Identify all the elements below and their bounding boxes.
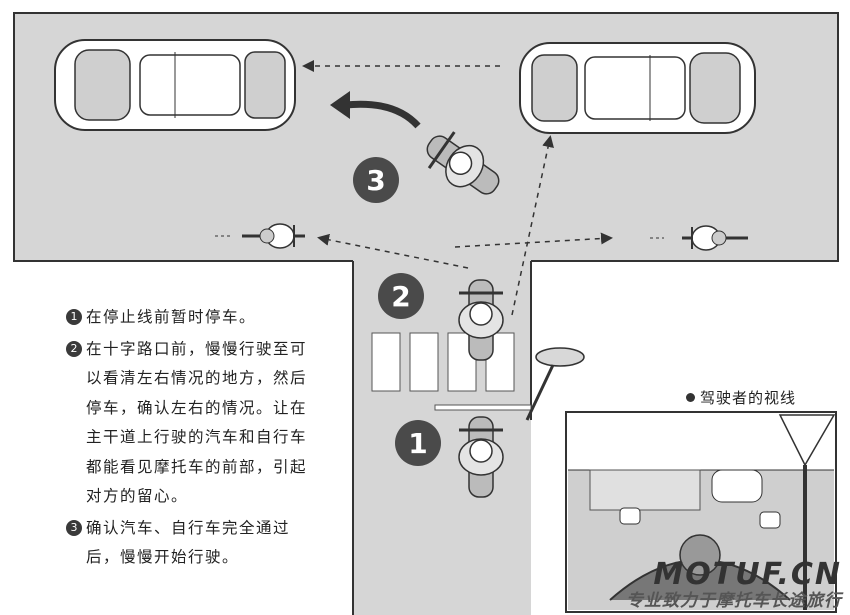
step-1-text: 在停止线前暂时停车。 [86,308,257,326]
rider-view-inset [565,411,837,613]
step-2-text: 在十字路口前，慢慢行驶至可以看清左右情况的地方，然后停车，确认左右的情况。让在主… [86,339,308,506]
step-3-text: 确认汽车、自行车完全通过后，慢慢开始行驶。 [86,518,291,567]
badge-2: 2 [378,273,424,319]
badge-1: 1 [395,420,441,466]
step-3: 3 确认汽车、自行车完全通过后，慢慢开始行驶。 [66,514,316,573]
svg-text:1: 1 [408,427,427,460]
step-instructions: 1 在停止线前暂时停车。 2 在十字路口前，慢慢行驶至可以看清左右情况的地方，然… [66,303,316,575]
watermark-slogan: 专业致力于摩托车长途旅行 [626,591,842,611]
car-left [54,39,296,131]
motorcycle-position-3 [426,131,500,195]
side-road [353,255,531,615]
motorcycle-position-2 [458,279,504,361]
crosswalk [371,332,515,392]
stop-line [434,404,532,411]
watermark-site: MOTUF.CN [653,557,842,592]
watermark: MOTUF.CN 专业致力于摩托车长途旅行 [626,557,842,611]
road-mirror [525,347,585,421]
svg-text:3: 3 [366,164,385,197]
cyclist-left [215,223,305,249]
step-1: 1 在停止线前暂时停车。 [66,303,316,333]
badge-3: 3 [353,157,399,203]
rider-view-label: 驾驶者的视线 [686,387,796,408]
step-3-number: 3 [66,519,82,536]
car-right [519,42,756,134]
svg-text:2: 2 [391,280,410,313]
step-1-number: 1 [66,309,82,325]
rider-view-label-text: 驾驶者的视线 [700,389,797,407]
sight-arrows [302,60,613,316]
step-2-number: 2 [66,340,82,357]
motorcycle-position-1 [458,416,504,498]
step-2: 2 在十字路口前，慢慢行驶至可以看清左右情况的地方，然后停车，确认左右的情况。让… [66,335,316,512]
bullet-dot-icon [686,393,695,402]
turn-arrow [344,100,421,129]
cyclist-right [650,225,748,251]
